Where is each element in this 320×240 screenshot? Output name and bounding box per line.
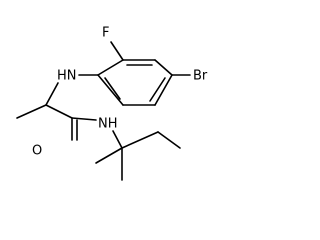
amine-nh-label: HN [57,69,77,84]
amide-nh-label: NH [98,117,118,132]
nh-quaternary-bond [112,130,123,149]
ring-bond [154,59,173,76]
ethyl-bond [157,131,181,149]
nh-ch-bond [45,82,59,106]
chemical-structure: F Br HN NH O [16,26,208,181]
ring-double-bond [104,77,121,100]
ring-bond [97,74,124,106]
ch-carbonyl-bond [45,104,73,119]
carbonyl-nh-bond [71,117,97,121]
ring-bond [97,59,124,76]
benzene-ring [97,59,173,106]
bromine-label: Br [193,69,208,84]
fluorine-label: F [102,26,109,41]
carbonyl-oxygen-label: O [32,144,42,159]
ring-double-bond [149,77,166,102]
ring-bond [154,74,173,106]
quaternary-methyl-bond [95,147,123,164]
ch-methyl-bond [16,104,47,119]
c-f-bond [110,41,124,61]
quaternary-ethyl-bond [121,131,159,149]
